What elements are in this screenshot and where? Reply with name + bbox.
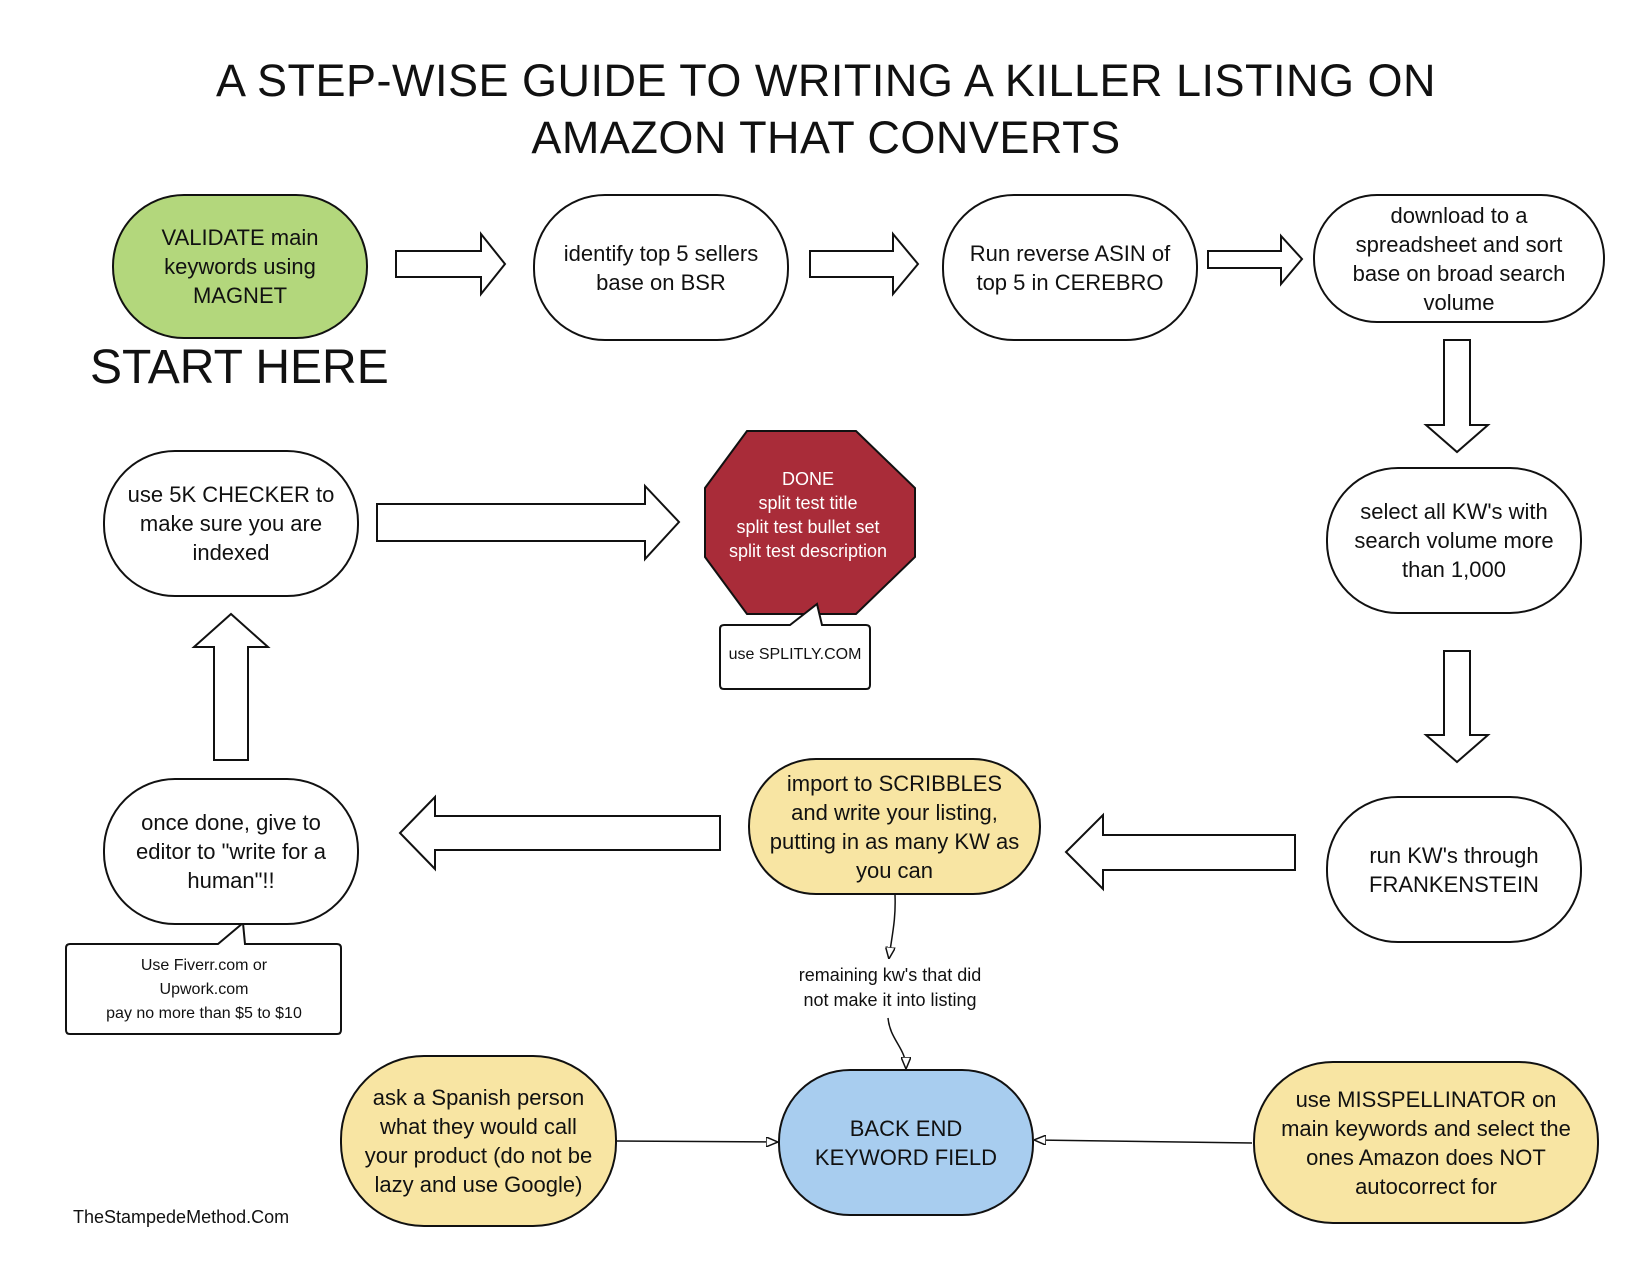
- connector-misspellinator-to-backend: [1035, 1140, 1253, 1143]
- connector-scribbles-to-backend-top: [889, 894, 896, 958]
- arrow-download-to-select: [1423, 339, 1491, 454]
- done-title: DONE: [781, 469, 834, 489]
- arrow-identify-to-reverse: [809, 231, 920, 297]
- node-select-kw: select all KW's with search volume more …: [1326, 467, 1582, 614]
- arrow-select-to-frankenstein: [1423, 650, 1491, 764]
- splitly-callout-shape: [719, 602, 871, 690]
- title-line-1: A STEP-WISE GUIDE TO WRITING A KILLER LI…: [215, 55, 1437, 106]
- start-here-label: START HERE: [90, 341, 389, 394]
- node-5k-checker: use 5K CHECKER to make sure you are inde…: [103, 450, 359, 597]
- node-editor: once done, give to editor to "write for …: [103, 778, 359, 925]
- arrow-scribbles-to-editor: [398, 794, 721, 872]
- title-line-2: AMAZON THAT CONVERTS: [531, 112, 1121, 163]
- node-spanish-person: ask a Spanish person what they would cal…: [340, 1055, 617, 1227]
- done-text: DONE split test title split test bullet …: [703, 467, 913, 563]
- fiverr-callout-shape: [65, 921, 342, 1035]
- arrow-editor-to-checker: [191, 612, 271, 761]
- connector-spanish-to-backend: [616, 1141, 777, 1142]
- node-frankenstein: run KW's through FRANKENSTEIN: [1326, 796, 1582, 943]
- done-item-bullets: split test bullet set: [736, 517, 880, 537]
- node-scribbles: import to SCRIBBLES and write your listi…: [748, 758, 1041, 895]
- node-back-end-keyword-field: BACK END KEYWORD FIELD: [778, 1069, 1034, 1216]
- remaining-kw-label: remaining kw's that did not make it into…: [798, 965, 982, 1010]
- node-reverse-asin: Run reverse ASIN of top 5 in CEREBRO: [942, 194, 1198, 341]
- connector-scribbles-to-backend-bottom: [887, 1017, 906, 1068]
- done-item-title: split test title: [758, 493, 858, 513]
- node-misspellinator: use MISSPELLINATOR on main keywords and …: [1253, 1061, 1599, 1224]
- splitly-note: use SPLITLY.COM: [728, 646, 862, 663]
- footer-website: TheStampedeMethod.Com: [73, 1207, 290, 1227]
- page-title: A STEP-WISE GUIDE TO WRITING A KILLER LI…: [0, 52, 1652, 166]
- arrow-validate-to-identify: [395, 231, 507, 297]
- node-validate-keywords: VALIDATE main keywords using MAGNET: [112, 194, 368, 339]
- arrow-reverse-to-download: [1207, 233, 1304, 287]
- node-download-spreadsheet: download to a spreadsheet and sort base …: [1313, 194, 1605, 323]
- arrow-frankenstein-to-scribbles: [1064, 812, 1296, 892]
- done-item-description: split test description: [728, 541, 888, 561]
- done-stop-sign: [704, 430, 916, 615]
- arrow-checker-to-done: [376, 483, 681, 562]
- node-identify-top-sellers: identify top 5 sellers base on BSR: [533, 194, 789, 341]
- fiverr-note: Use Fiverr.com or Upwork.com pay no more…: [106, 957, 302, 1022]
